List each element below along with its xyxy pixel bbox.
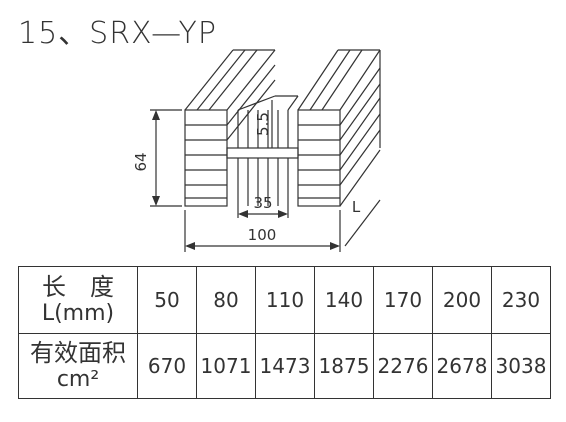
area-cell: 1875 xyxy=(314,333,374,399)
area-cell: 1473 xyxy=(255,333,315,399)
length-cell: 110 xyxy=(255,266,315,334)
area-cell: 2276 xyxy=(373,333,433,399)
area-cell: 670 xyxy=(137,333,197,399)
length-cell: 230 xyxy=(491,266,551,334)
area-cell: 3038 xyxy=(491,333,551,399)
length-cell: 200 xyxy=(432,266,492,334)
heatsink-drawing: 64 5.5 35 100 L xyxy=(132,49,381,252)
dim-length-label: L xyxy=(352,198,361,216)
page-title: 15、SRX—YP xyxy=(18,16,217,51)
area-cell: 1071 xyxy=(196,333,256,399)
area-header-cell: 有效面积 cm² xyxy=(18,333,138,399)
length-header-cell: 长 度 L(mm) xyxy=(18,266,138,334)
length-cell: 140 xyxy=(314,266,374,334)
center-web xyxy=(226,147,299,159)
area-unit: cm² xyxy=(56,367,100,392)
table-row-area: 有效面积 cm² 670 1071 1473 1875 2276 2678 30… xyxy=(18,333,551,399)
length-cell: 50 xyxy=(137,266,197,334)
dim-gap-label: 5.5 xyxy=(254,112,272,136)
dim-height-label: 64 xyxy=(132,152,150,171)
length-cell: 170 xyxy=(373,266,433,334)
spec-table: 长 度 L(mm) 50 80 110 140 170 200 230 有效面积… xyxy=(18,266,551,399)
table-row-length: 长 度 L(mm) 50 80 110 140 170 200 230 xyxy=(18,266,551,334)
dim-width-label: 100 xyxy=(248,226,277,244)
area-label: 有效面积 xyxy=(30,339,126,367)
length-label: 长 度 xyxy=(42,273,114,301)
area-cell: 2678 xyxy=(432,333,492,399)
dim-inner-width-label: 35 xyxy=(253,194,272,212)
length-unit: L(mm) xyxy=(41,301,115,326)
length-cell: 80 xyxy=(196,266,256,334)
